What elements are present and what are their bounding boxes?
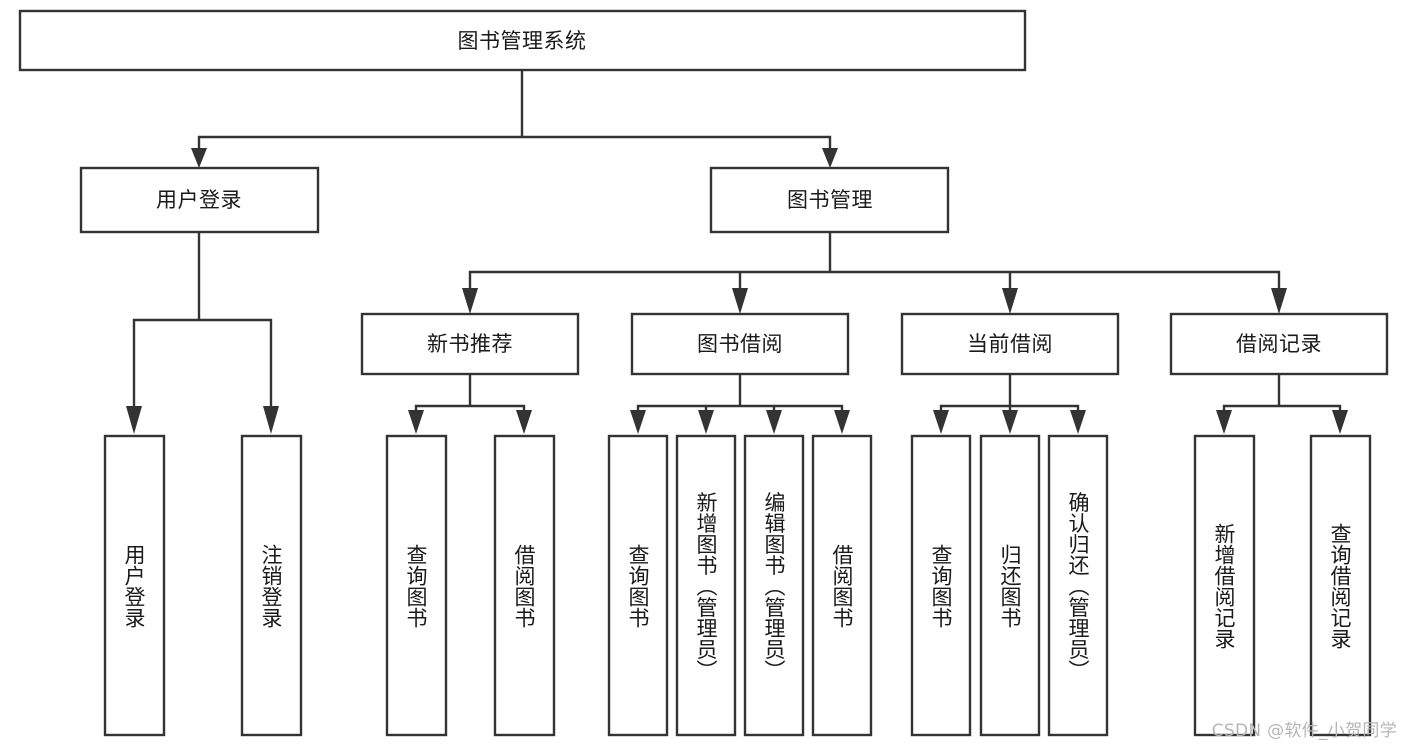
node-leaf-edit-book-label: 编辑图书（管理员） bbox=[762, 492, 786, 681]
node-leaf-borrow-book-1-label: 借阅图书 bbox=[512, 544, 536, 628]
connector-book-borrow-bus bbox=[636, 372, 844, 418]
arrow-to-leaf-query-record bbox=[1332, 410, 1348, 434]
arrow-to-borrow-record bbox=[1271, 288, 1287, 314]
connector-book-manage-bus bbox=[468, 230, 1281, 294]
node-leaf-add-book[interactable]: 新增图书（管理员） bbox=[675, 434, 737, 737]
node-borrow-record[interactable]: 借阅记录 bbox=[1169, 312, 1389, 376]
connector-group bbox=[126, 68, 1348, 434]
node-borrow-record-label: 借阅记录 bbox=[1236, 332, 1322, 356]
node-new-book-recommend[interactable]: 新书推荐 bbox=[360, 312, 580, 376]
node-leaf-logout-login[interactable]: 注销登录 bbox=[240, 434, 303, 737]
node-leaf-query-book-3[interactable]: 查询图书 bbox=[910, 434, 972, 737]
node-borrow-record-box[interactable] bbox=[1169, 312, 1389, 376]
node-current-borrow-label: 当前借阅 bbox=[967, 332, 1053, 356]
arrow-to-leaf-logout-login bbox=[263, 406, 279, 434]
node-leaf-query-record-label: 查询借阅记录 bbox=[1328, 523, 1352, 649]
node-book-borrow[interactable]: 图书借阅 bbox=[630, 312, 850, 376]
node-leaf-user-login[interactable]: 用户登录 bbox=[103, 434, 166, 737]
node-leaf-return-book-box[interactable] bbox=[979, 434, 1041, 737]
node-leaf-query-book-3-box[interactable] bbox=[910, 434, 972, 737]
node-user-login[interactable]: 用户登录 bbox=[79, 166, 320, 234]
arrow-to-leaf-add-book bbox=[698, 410, 714, 434]
node-leaf-logout-login-box[interactable] bbox=[240, 434, 303, 737]
node-leaf-user-login-box[interactable] bbox=[103, 434, 166, 737]
connector-user-login-bus bbox=[132, 230, 273, 407]
node-leaf-return-book-label: 归还图书 bbox=[998, 544, 1022, 628]
node-leaf-borrow-book-1-box[interactable] bbox=[493, 434, 556, 737]
node-leaf-query-book-1-box[interactable] bbox=[385, 434, 448, 737]
node-leaf-add-record[interactable]: 新增借阅记录 bbox=[1193, 434, 1256, 737]
node-book-manage-box[interactable] bbox=[709, 166, 950, 234]
node-book-borrow-box[interactable] bbox=[630, 312, 850, 376]
node-book-manage-label: 图书管理 bbox=[787, 188, 873, 212]
node-current-borrow-box[interactable] bbox=[900, 312, 1120, 376]
connector-root-stem bbox=[197, 68, 832, 158]
node-leaf-query-book-2-box[interactable] bbox=[607, 434, 669, 737]
node-leaf-query-book-3-label: 查询图书 bbox=[929, 544, 953, 628]
node-leaf-borrow-book-2[interactable]: 借阅图书 bbox=[811, 434, 873, 737]
node-leaf-add-record-box[interactable] bbox=[1193, 434, 1256, 737]
node-leaf-confirm-return[interactable]: 确认归还（管理员） bbox=[1047, 434, 1109, 737]
node-leaf-confirm-return-label: 确认归还（管理员） bbox=[1066, 492, 1090, 681]
node-book-manage[interactable]: 图书管理 bbox=[709, 166, 950, 234]
node-leaf-query-record[interactable]: 查询借阅记录 bbox=[1309, 434, 1372, 737]
node-root-label: 图书管理系统 bbox=[458, 29, 587, 53]
arrow-to-leaf-edit-book bbox=[766, 410, 782, 434]
arrow-to-leaf-query-book-2 bbox=[630, 410, 646, 434]
node-leaf-query-book-1[interactable]: 查询图书 bbox=[385, 434, 448, 737]
arrow-to-user-login bbox=[191, 148, 207, 168]
arrow-to-leaf-return-book bbox=[1002, 410, 1018, 434]
csdn-watermark: CSDN @软件_小贺同学 bbox=[1211, 721, 1397, 741]
node-leaf-confirm-return-box[interactable] bbox=[1047, 434, 1109, 737]
connector-current-borrow-bus bbox=[939, 372, 1080, 418]
node-root-box[interactable] bbox=[18, 9, 1027, 72]
node-leaf-return-book[interactable]: 归还图书 bbox=[979, 434, 1041, 737]
node-user-login-label: 用户登录 bbox=[156, 188, 242, 212]
arrow-to-leaf-query-book-1 bbox=[408, 410, 424, 434]
node-leaf-add-book-label: 新增图书（管理员） bbox=[694, 492, 718, 681]
node-user-login-box[interactable] bbox=[79, 166, 320, 234]
arrow-to-current-borrow bbox=[1002, 288, 1018, 314]
node-leaf-logout-login-label: 注销登录 bbox=[259, 544, 283, 628]
node-root[interactable]: 图书管理系统 bbox=[18, 9, 1027, 72]
node-current-borrow[interactable]: 当前借阅 bbox=[900, 312, 1120, 376]
arrow-to-leaf-query-book-3 bbox=[933, 410, 949, 434]
node-leaf-query-book-1-label: 查询图书 bbox=[404, 544, 428, 628]
node-leaf-query-record-box[interactable] bbox=[1309, 434, 1372, 737]
arrow-to-leaf-borrow-book-1 bbox=[516, 410, 532, 434]
node-leaf-edit-book-box[interactable] bbox=[743, 434, 805, 737]
node-book-borrow-label: 图书借阅 bbox=[697, 332, 783, 356]
connector-borrow-record-bus bbox=[1222, 372, 1342, 418]
node-leaf-borrow-book-2-label: 借阅图书 bbox=[830, 544, 854, 628]
node-leaf-user-login-label: 用户登录 bbox=[122, 544, 146, 628]
node-leaf-borrow-book-1[interactable]: 借阅图书 bbox=[493, 434, 556, 737]
node-leaf-query-book-2[interactable]: 查询图书 bbox=[607, 434, 669, 737]
node-leaf-add-book-box[interactable] bbox=[675, 434, 737, 737]
arrow-to-leaf-user-login bbox=[126, 406, 142, 434]
node-leaf-edit-book[interactable]: 编辑图书（管理员） bbox=[743, 434, 805, 737]
arrow-to-new-book-recommend bbox=[462, 288, 478, 314]
arrow-to-book-borrow bbox=[732, 288, 748, 314]
arrow-to-leaf-borrow-book-2 bbox=[834, 410, 850, 434]
node-leaf-borrow-book-2-box[interactable] bbox=[811, 434, 873, 737]
node-new-book-recommend-box[interactable] bbox=[360, 312, 580, 376]
node-leaf-add-record-label: 新增借阅记录 bbox=[1212, 523, 1236, 649]
node-leaf-query-book-2-label: 查询图书 bbox=[626, 544, 650, 628]
node-new-book-recommend-label: 新书推荐 bbox=[427, 332, 513, 356]
arrow-to-leaf-add-record bbox=[1216, 410, 1232, 434]
connector-new-book-recommend-bus bbox=[414, 372, 526, 418]
arrow-to-book-manage bbox=[822, 148, 838, 168]
arrow-to-leaf-confirm-return bbox=[1070, 410, 1086, 434]
